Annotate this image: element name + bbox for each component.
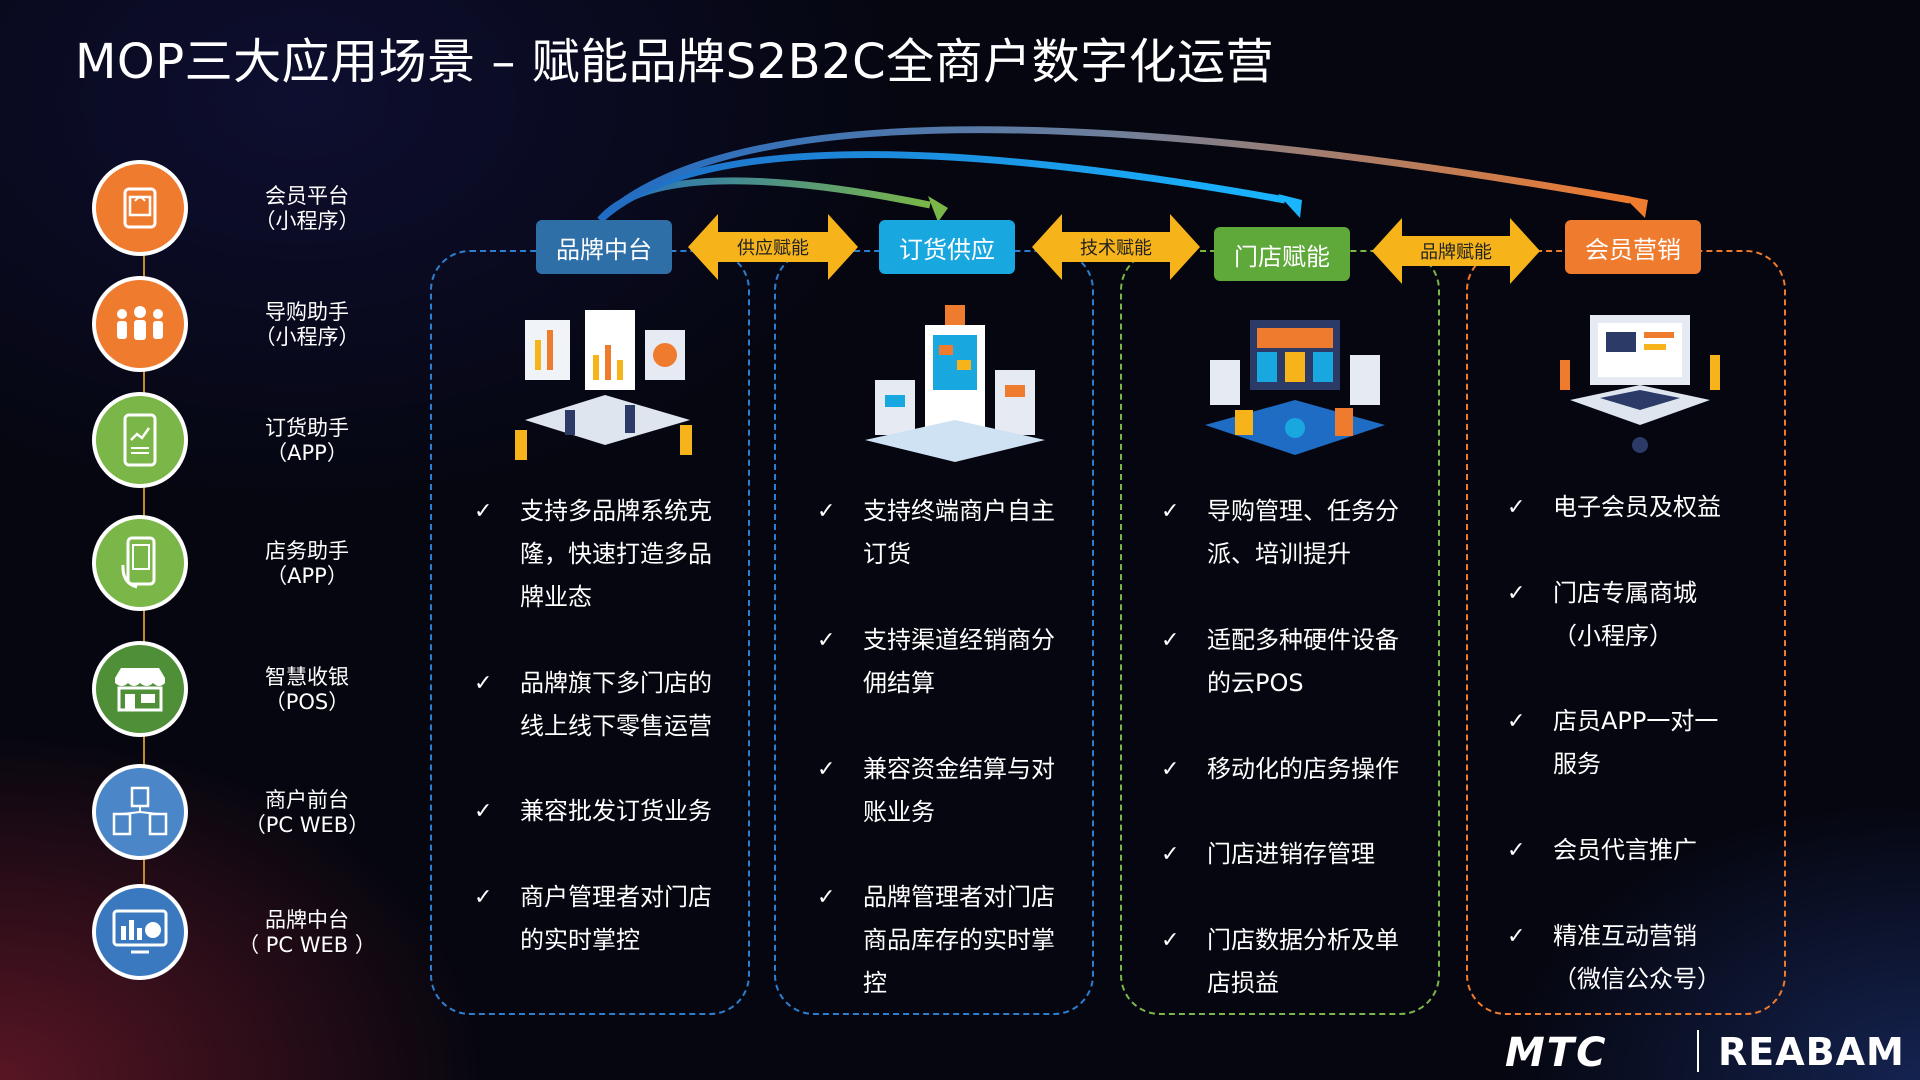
store-icon	[115, 668, 165, 712]
checkmark-icon: ✓	[1507, 495, 1526, 520]
checkmark-icon: ✓	[1507, 709, 1526, 734]
list-item: ✓品牌管理者对门店商品库存的实时掌控	[813, 876, 1063, 1005]
list-item: ✓兼容批发订货业务	[470, 790, 720, 833]
checkmark-icon: ✓	[1507, 838, 1526, 863]
list-item: ✓适配多种硬件设备的云POS	[1157, 619, 1407, 705]
checkmark-icon: ✓	[474, 671, 493, 696]
dashboard-chart-icon	[112, 909, 168, 954]
entry-merchant-frontend[interactable]: 商户前台（PC WEB）	[92, 764, 392, 868]
checkmark-icon: ✓	[1507, 924, 1526, 949]
checkmark-icon: ✓	[817, 757, 836, 782]
list-item: ✓支持渠道经销商分佣结算	[813, 619, 1063, 705]
checkmark-icon: ✓	[817, 885, 836, 910]
list-item: ✓支持终端商户自主订货	[813, 490, 1063, 576]
connector-brand: 品牌赋能	[1372, 216, 1540, 286]
arc-to-store-head	[1278, 194, 1302, 218]
tab-ordering-supply[interactable]: 订货供应	[879, 220, 1015, 274]
checkmark-icon: ✓	[1161, 628, 1180, 653]
entry-icon-circle	[92, 276, 188, 372]
list-item: ✓导购管理、任务分派、培训提升	[1157, 490, 1407, 576]
phone-chart-icon	[123, 413, 157, 467]
checkmark-icon: ✓	[474, 499, 493, 524]
entry-icon-circle	[92, 884, 188, 980]
list-item: ✓门店进销存管理	[1157, 833, 1407, 876]
arc-to-ordering-head	[928, 196, 948, 222]
entry-icon-circle	[92, 641, 188, 737]
checkmark-icon: ✓	[1161, 842, 1180, 867]
double-arrow-icon	[1032, 214, 1200, 280]
logo-divider	[1697, 1030, 1699, 1072]
shopping-bag-icon	[123, 187, 157, 229]
brand-dashboard-illustration	[515, 310, 692, 460]
flow-arcs	[597, 126, 1648, 223]
buildings-network-icon	[112, 786, 168, 836]
entry-label: 商户前台（PC WEB）	[244, 788, 370, 837]
entry-sales-assistant[interactable]: 导购助手（小程序）	[92, 276, 392, 380]
people-group-icon	[117, 306, 163, 340]
arc-to-member-head	[1622, 195, 1648, 218]
list-item: ✓兼容资金结算与对账业务	[813, 748, 1063, 834]
list-item: ✓移动化的店务操作	[1157, 748, 1407, 791]
entry-label: 导购助手（小程序）	[254, 300, 360, 349]
list-item: ✓会员代言推广	[1503, 829, 1753, 872]
checkmark-icon: ✓	[474, 885, 493, 910]
entry-icon-circle	[92, 764, 188, 860]
checkmark-icon: ✓	[1507, 581, 1526, 606]
checkmark-icon: ✓	[1161, 499, 1180, 524]
entry-icon-circle	[92, 160, 188, 256]
arc-to-member	[597, 126, 1631, 223]
entry-order-assistant[interactable]: 订货助手（APP）	[92, 392, 392, 496]
entry-label: 会员平台（小程序）	[254, 184, 360, 233]
mtc-logo: MTC	[1505, 1030, 1608, 1076]
list-item: ✓店员APP一对一服务	[1503, 700, 1753, 786]
double-arrow-icon	[1372, 218, 1540, 284]
checkmark-icon: ✓	[1161, 757, 1180, 782]
list-item: ✓精准互动营销（微信公众号）	[1503, 915, 1753, 1001]
entry-member-platform[interactable]: 会员平台（小程序）	[92, 160, 392, 264]
connector-supply: 供应赋能	[688, 212, 858, 282]
reabam-logo: REABAM	[1718, 1030, 1905, 1074]
connector-tech: 技术赋能	[1032, 212, 1200, 282]
list-item: ✓商户管理者对门店的实时掌控	[470, 876, 720, 962]
entry-icon-circle	[92, 392, 188, 488]
entry-label: 订货助手（APP）	[265, 416, 349, 465]
list-item: ✓门店专属商城（小程序）	[1503, 572, 1753, 658]
entry-smart-pos[interactable]: 智慧收银（POS）	[92, 641, 392, 745]
double-arrow-icon	[688, 214, 858, 280]
entry-label: 智慧收银（POS）	[264, 665, 350, 714]
store-enablement-illustration	[1205, 320, 1385, 455]
tab-brand-middle-platform[interactable]: 品牌中台	[536, 220, 672, 274]
page-title: MOP三大应用场景 – 赋能品牌S2B2C全商户数字化运营	[75, 34, 1275, 90]
list-item: ✓品牌旗下多门店的线上线下零售运营	[470, 662, 720, 748]
tab-store-enablement[interactable]: 门店赋能	[1214, 227, 1350, 281]
entry-label: 店务助手（APP）	[265, 539, 349, 588]
entry-store-assistant[interactable]: 店务助手（APP）	[92, 515, 392, 619]
list-item: ✓电子会员及权益	[1503, 486, 1753, 529]
checkmark-icon: ✓	[1161, 928, 1180, 953]
entry-icon-circle	[92, 515, 188, 611]
list-item: ✓支持多品牌系统克隆，快速打造多品牌业态	[470, 490, 720, 619]
entry-brand-middle-platform[interactable]: 品牌中台（ PC WEB ）	[92, 884, 392, 988]
list-item: ✓门店数据分析及单店损益	[1157, 919, 1407, 1005]
checkmark-icon: ✓	[474, 799, 493, 824]
checkmark-icon: ✓	[817, 499, 836, 524]
entry-label: 品牌中台（ PC WEB ）	[238, 908, 376, 957]
ordering-supply-illustration	[865, 305, 1045, 462]
checkmark-icon: ✓	[817, 628, 836, 653]
member-marketing-illustration	[1560, 315, 1720, 453]
tab-member-marketing[interactable]: 会员营销	[1565, 220, 1701, 274]
phone-hand-icon	[121, 536, 156, 589]
